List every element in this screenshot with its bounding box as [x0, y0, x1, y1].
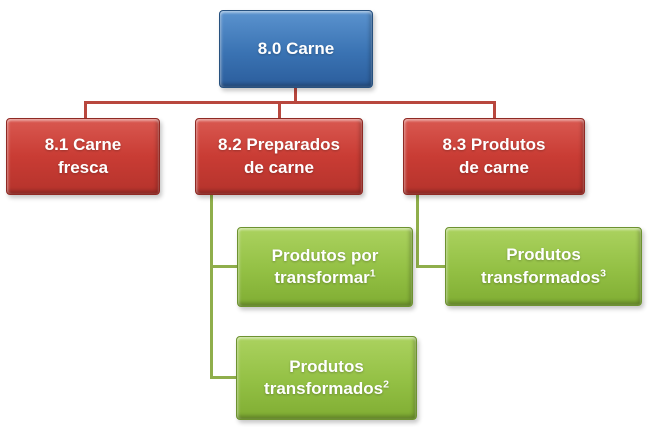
node-8-1-carne-fresca: 8.1 Carne fresca — [6, 118, 160, 195]
connector-8-2-drop — [210, 194, 213, 379]
node-8-2-preparados-de-carne: 8.2 Preparados de carne — [195, 118, 363, 195]
node-produtos-transformados-3: Produtos transformados3 — [445, 227, 642, 306]
node-label: 8.3 Produtos de carne — [442, 135, 546, 177]
footnote-marker: 3 — [600, 266, 606, 279]
connector-level2-rail — [84, 101, 496, 104]
node-8-3-produtos-de-carne: 8.3 Produtos de carne — [403, 118, 585, 195]
footnote-marker: 1 — [369, 267, 376, 280]
node-label: 8.2 Preparados de carne — [218, 135, 340, 177]
connector-drop-8-2 — [278, 101, 281, 119]
node-label: Produtos transformados3 — [481, 245, 606, 287]
connector-root-drop — [294, 87, 297, 103]
node-8-0-carne: 8.0 Carne — [219, 10, 373, 88]
node-label: 8.1 Carne fresca — [44, 135, 122, 177]
node-produtos-transformados-2: Produtos transformados2 — [236, 336, 417, 420]
node-label: 8.0 Carne — [257, 38, 335, 58]
connector-8-3-child1 — [416, 265, 446, 268]
node-label: Produtos transformados2 — [264, 356, 389, 398]
connector-8-3-drop — [416, 194, 419, 268]
node-produtos-por-transformar: Produtos por transformar1 — [237, 227, 413, 307]
footnote-marker: 2 — [383, 378, 389, 391]
connector-8-2-child2 — [210, 376, 237, 379]
node-label: Produtos por transformar1 — [271, 245, 379, 287]
connector-drop-8-1 — [84, 101, 87, 119]
connector-8-2-child1 — [210, 265, 238, 268]
connector-drop-8-3 — [493, 101, 496, 119]
